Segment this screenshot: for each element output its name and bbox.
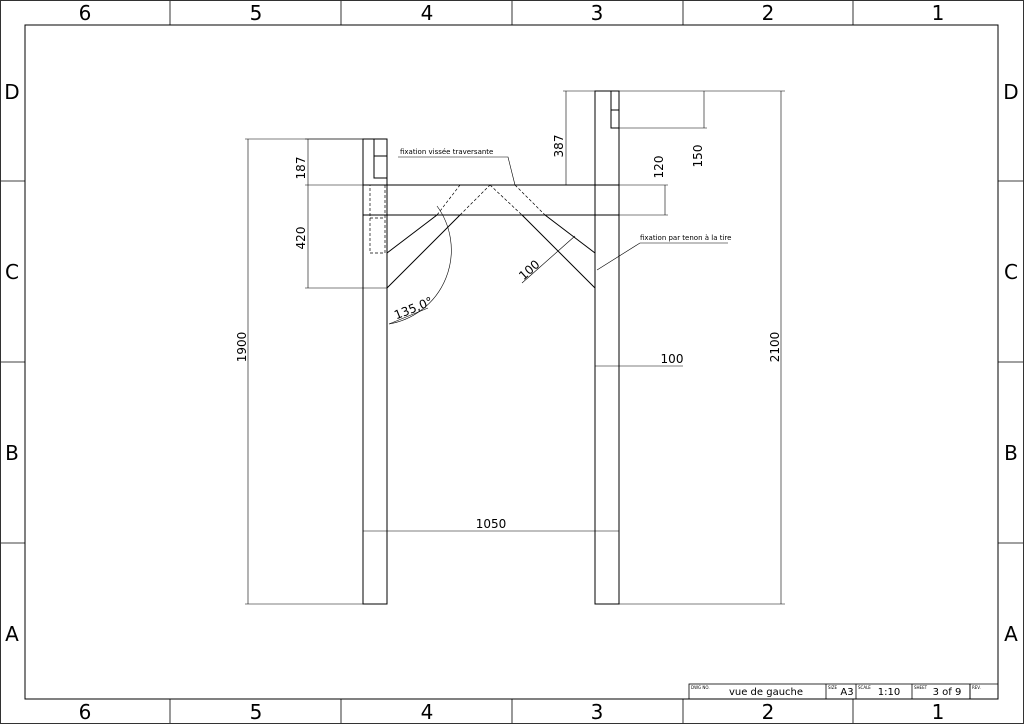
row-label-right: B: [1004, 441, 1018, 465]
column-label-bottom: 2: [762, 700, 775, 724]
row-label-right: A: [1004, 622, 1018, 646]
row-label-left: A: [5, 622, 19, 646]
dim-100-post: 100: [661, 352, 684, 366]
left-tenon-detail: [373, 138, 388, 179]
tb-dwg-no-label: DWG NO.: [691, 685, 710, 690]
zone-labels: 6 5 4 3 2 1 6 5 4 3 2 1 D C B A D C B A: [4, 1, 1018, 724]
dim-100-brace: 100: [516, 257, 542, 283]
annotation-notes: fixation vissée traversante fixation par…: [400, 148, 731, 242]
tb-scale: 1:10: [878, 687, 900, 698]
dim-2100: 2100: [768, 332, 782, 363]
column-label-top: 2: [762, 1, 775, 25]
dim-187: 187: [294, 157, 308, 180]
dimension-texts: 187 420 1900 387 120 150 2100 100 100 10…: [235, 135, 782, 531]
column-label-top: 5: [250, 1, 263, 25]
tb-dwg-no: vue de gauche: [729, 687, 803, 698]
dim-1900: 1900: [235, 332, 249, 363]
tb-sheet: 3 of 9: [933, 687, 962, 698]
column-label-bottom: 5: [250, 700, 263, 724]
dim-150: 150: [691, 145, 705, 168]
column-label-top: 1: [932, 1, 945, 25]
column-label-bottom: 1: [932, 700, 945, 724]
dim-120: 120: [652, 156, 666, 179]
right-brace: [544, 214, 596, 254]
right-post: [594, 90, 620, 605]
dim-angle: 135,0°: [392, 294, 435, 322]
column-label-bottom: 3: [591, 700, 604, 724]
column-label-top: 4: [421, 1, 434, 25]
leader-screwed: [398, 156, 516, 186]
row-label-left: B: [5, 441, 19, 465]
dimension-lines: [245, 90, 785, 605]
row-label-left: C: [5, 260, 19, 284]
note-screwed: fixation vissée traversante: [400, 148, 493, 156]
leader-tenon: [596, 242, 728, 271]
column-label-bottom: 4: [421, 700, 434, 724]
row-label-right: D: [1003, 80, 1018, 104]
tb-size: A3: [840, 687, 853, 698]
inner-border: [24, 24, 999, 700]
angle-arc: [388, 205, 452, 325]
tb-sheet-label: SHEET: [914, 685, 928, 690]
hidden-lines: [369, 184, 546, 254]
tb-scale-label: SCALE: [858, 685, 871, 690]
row-label-left: D: [4, 80, 19, 104]
tb-size-label: SIZE: [828, 685, 837, 690]
column-label-bottom: 6: [79, 700, 92, 724]
title-block: DWG NO. SIZE SCALE SHEET REV. vue de gau…: [688, 683, 998, 700]
frame-geometry: [362, 90, 620, 605]
column-label-top: 3: [591, 1, 604, 25]
row-label-right: C: [1004, 260, 1018, 284]
left-post: [362, 138, 388, 605]
left-brace: [386, 214, 438, 254]
dim-1050: 1050: [476, 517, 507, 531]
dim-420: 420: [294, 227, 308, 250]
dim-387: 387: [552, 135, 566, 158]
note-tenon: fixation par tenon à la tire: [640, 234, 731, 242]
tb-rev-label: REV.: [972, 685, 981, 690]
column-label-top: 6: [79, 1, 92, 25]
